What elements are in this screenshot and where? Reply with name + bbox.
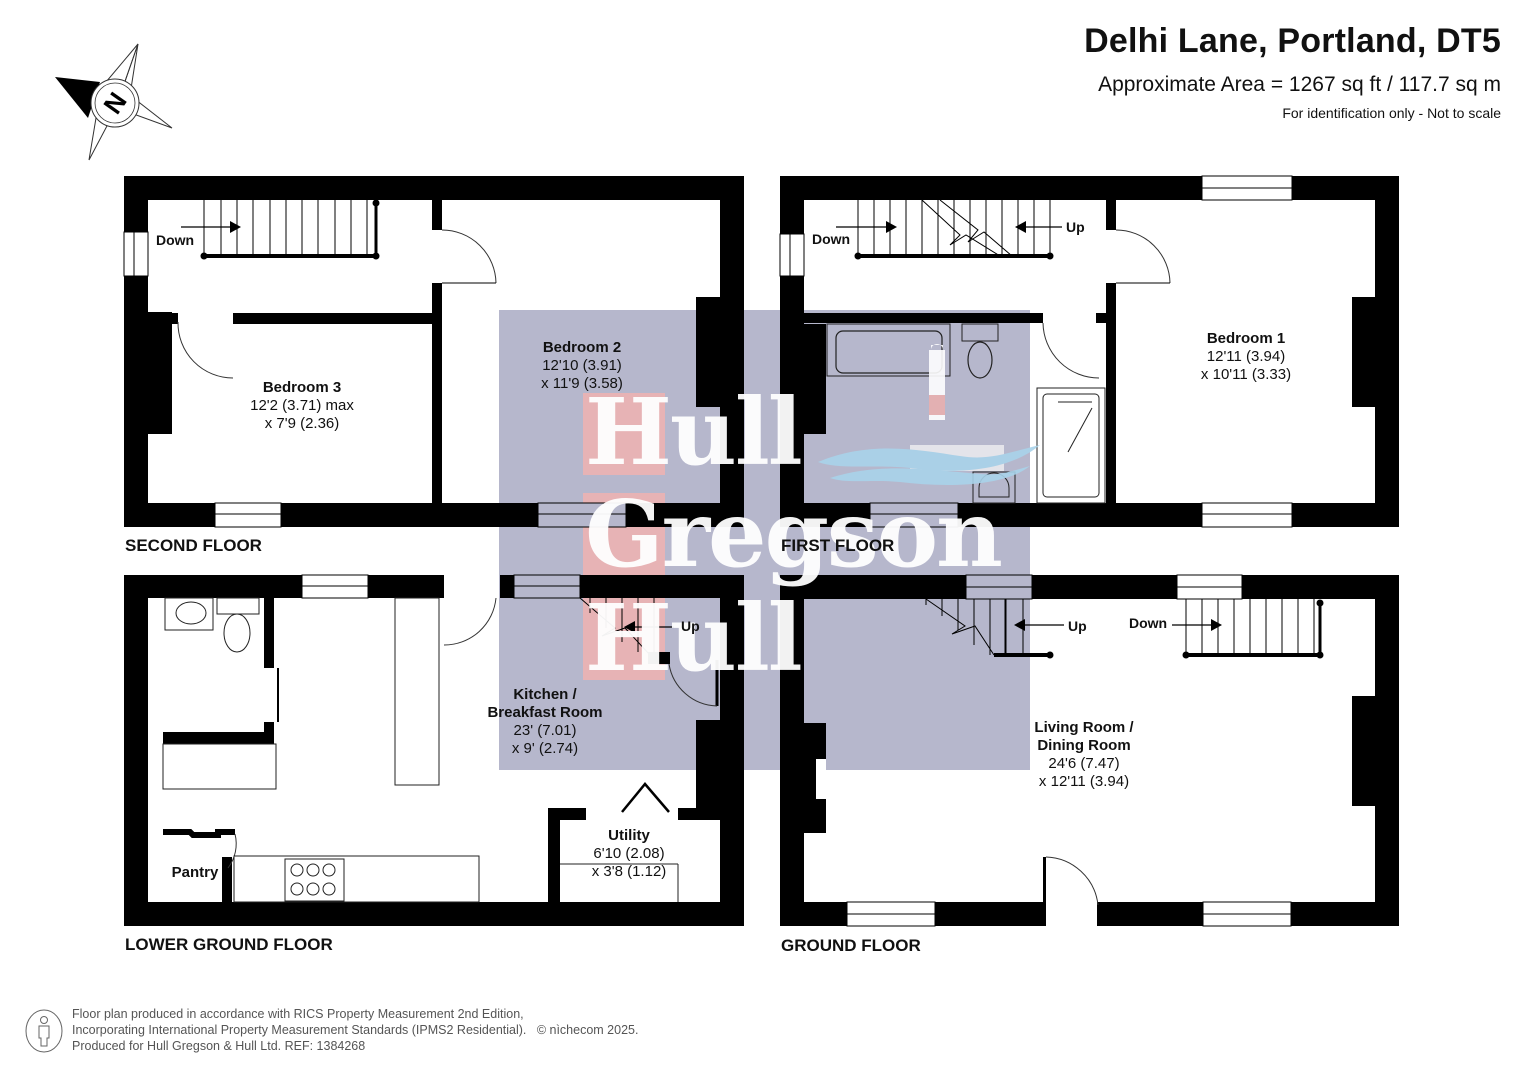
watermark-line-2: Gregson [585,480,1003,588]
room-dimension: x 11'9 (3.58) [541,375,623,392]
room-name: Pantry [171,864,219,881]
first-floor-plan [779,175,1399,528]
floor-label-lower-ground: LOWER GROUND FLOOR [125,935,333,954]
room-name: Bedroom 3 [262,379,342,396]
room-bedroom-1: Bedroom 1 12'11 (3.94) x 10'11 (3.33) [1201,330,1291,384]
footer-line-1: Floor plan produced in accordance with R… [72,1007,524,1021]
room-dimension: x 9' (2.74) [511,740,579,757]
stair-label-up: Up [1068,618,1087,634]
stair-label-down: Down [812,231,851,247]
room-dimension: x 12'11 (3.94) [1038,773,1130,790]
property-title: Delhi Lane, Portland, DT5 [1084,22,1501,60]
second-floor-plan [123,176,744,528]
room-utility: Utility 6'10 (2.08) x 3'8 (1.12) [592,827,667,881]
room-dimension: 12'10 (3.91) [542,357,622,374]
room-dimension: 12'11 (3.94) [1206,348,1286,365]
watermark-line-3: Hull [585,584,803,692]
ground-floor-plan [780,574,1399,927]
room-name-line-2: Dining Room [1037,737,1131,754]
room-dimension: 24'6 (7.47) [1048,755,1120,772]
stair-label-up: Up [1066,219,1085,235]
disclaimer-note: For identification only - Not to scale [1282,105,1501,121]
room-name-line-2: Breakfast Room [487,704,603,721]
room-dimension: x 7'9 (2.36) [264,415,340,432]
room-bedroom-3: Bedroom 3 12'2 (3.71) max x 7'9 (2.36) [250,379,354,433]
room-name: Utility [608,827,650,844]
floor-label-ground: GROUND FLOOR [781,936,921,955]
footer-text: Floor plan produced in accordance with R… [72,1006,638,1054]
room-dimension: x 3'8 (1.12) [591,863,667,880]
stair-label-down: Down [1129,615,1168,631]
room-dimension: 12'2 (3.71) max [250,397,354,414]
room-pantry: Pantry [172,864,219,882]
floor-label-second: SECOND FLOOR [125,536,262,555]
room-name: Bedroom 1 [1206,330,1286,347]
room-dimension: x 10'11 (3.33) [1200,366,1292,383]
approximate-area: Approximate Area = 1267 sq ft / 117.7 sq… [1098,73,1501,96]
room-name: Bedroom 2 [542,339,622,356]
room-kitchen-breakfast: Kitchen / Breakfast Room 23' (7.01) x 9'… [487,686,602,758]
north-compass-icon: N [55,43,173,161]
watermark-line-1: Hull [585,378,803,486]
copyright: © nìchecom 2025. [536,1023,639,1037]
footer-line-2: Incorporating International Property Mea… [72,1023,527,1037]
room-dimension: 23' (7.01) [513,722,577,739]
person-measure-icon [25,1009,63,1053]
room-living-dining: Living Room / Dining Room 24'6 (7.47) x … [1034,719,1133,791]
footer-line-3: Produced for Hull Gregson & Hull Ltd. RE… [72,1039,366,1053]
stair-label-down: Down [156,232,195,248]
lighthouse-logo-icon [818,344,1040,485]
room-name: Kitchen / [513,686,577,703]
room-name: Living Room / [1034,719,1134,736]
lower-ground-floor-plan [124,574,744,926]
stair-label-up: Up [681,618,700,634]
floor-label-first: FIRST FLOOR [781,536,895,555]
watermark-accent-h1 [583,393,665,475]
room-dimension: 6'10 (2.08) [593,845,665,862]
room-bedroom-2: Bedroom 2 12'10 (3.91) x 11'9 (3.58) [541,339,623,393]
